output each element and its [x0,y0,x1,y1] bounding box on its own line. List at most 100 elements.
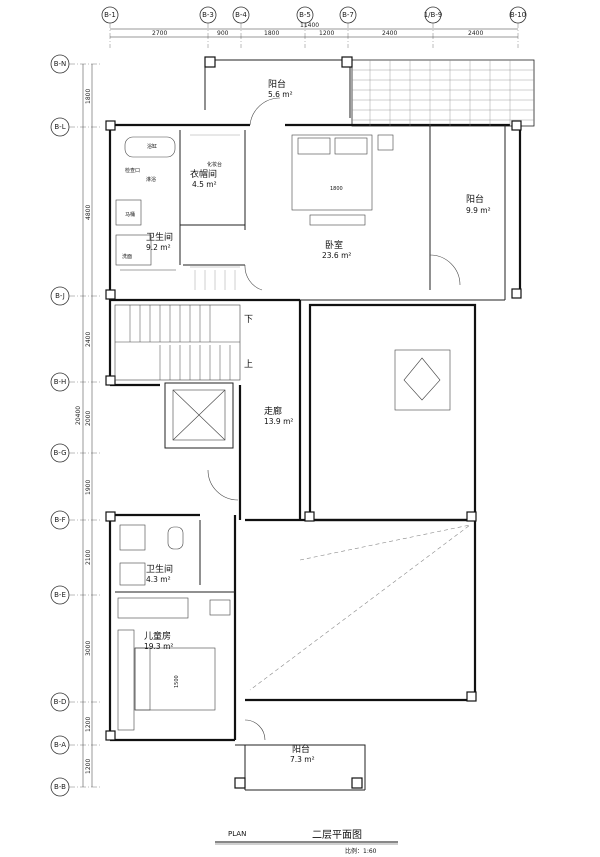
svg-text:B-H: B-H [54,378,67,386]
svg-text:2000: 2000 [85,411,92,426]
shower-icon [119,524,146,551]
svg-text:2400: 2400 [382,30,397,37]
dim-total-width: 11400 [300,22,319,29]
master-bed [291,134,394,226]
dims-top: 11400 2700 900 1800 1200 2400 2400 [110,22,518,38]
svg-text:1800: 1800 [264,30,279,37]
svg-text:B-N: B-N [54,60,67,68]
room-master-bath-name: 卫生间 [146,231,173,243]
kids-bed-width-dim: 1500 [174,675,180,688]
master-bath-fixtures [115,136,176,271]
toilet-icon [115,199,142,226]
room-wardrobe-area: 4.5 m² [192,180,217,189]
svg-text:化妆台: 化妆台 [207,161,222,168]
kids-toilet-icon [167,526,184,550]
kids-basin-icon [119,562,146,586]
room-kids-room-area: 19.3 m² [144,642,173,651]
columns [105,56,522,789]
svg-text:B-L: B-L [54,123,65,131]
roof-tiles [352,60,534,126]
room-corridor-name: 走廊 [264,405,282,417]
svg-text:B-5: B-5 [299,11,311,19]
grid-bubble-bg: B-G [50,443,70,463]
room-balcony-top-area: 5.6 m² [268,90,293,99]
svg-text:浴缸: 浴缸 [147,143,157,150]
svg-text:1200: 1200 [319,30,334,37]
room-balcony-right-area: 9.9 m² [466,206,491,215]
room-kids-bath-name: 卫生间 [146,563,173,575]
svg-text:B-F: B-F [54,516,65,524]
svg-text:B-3: B-3 [202,11,214,19]
bathtub-icon [124,136,176,158]
svg-text:淋浴: 淋浴 [146,176,156,183]
svg-text:B-1: B-1 [104,11,116,19]
staircase [114,304,241,381]
svg-text:2400: 2400 [468,30,483,37]
svg-text:B-4: B-4 [235,11,247,19]
svg-text:900: 900 [217,30,229,37]
svg-text:1200: 1200 [85,717,92,732]
svg-text:1900: 1900 [85,480,92,495]
void-symbol [394,349,451,411]
room-balcony-bottom-area: 7.3 m² [290,755,315,764]
grid-bubble-b4: B-4 [232,6,250,24]
title-block: PLAN 二层平面图 比例：1:60 [215,829,398,855]
basin-icon [115,234,152,266]
grid-bubble-bd: B-D [50,692,70,712]
plan-label: PLAN [228,830,246,838]
grid-bubble-b5: B-5 [296,6,314,24]
grid-left: B-N B-L B-J B-H B-G B-F B-E B-D B-A B-B [50,54,100,797]
grid-bubble-ba: B-A [50,735,70,755]
stair-up-label: 上 [244,359,253,370]
room-kids-bath-area: 4.3 m² [146,575,171,584]
svg-text:1/B-9: 1/B-9 [424,11,443,19]
grid-bubble-bj: B-J [50,286,70,306]
svg-text:B-10: B-10 [510,11,526,19]
room-bedroom-name: 卧室 [325,239,343,251]
svg-text:2700: 2700 [152,30,167,37]
grid-bubble-bh: B-H [50,372,70,392]
room-balcony-right-name: 阳台 [466,193,484,205]
svg-text:检查口: 检查口 [125,167,140,174]
room-master-bath-area: 9.2 m² [146,243,171,252]
grid-bubble-b10: B-10 [509,6,527,24]
svg-text:B-B: B-B [54,783,66,791]
room-bedroom-area: 23.6 m² [322,251,351,260]
grid-bubble-bf: B-F [50,510,70,530]
svg-text:2100: 2100 [85,550,92,565]
svg-text:B-D: B-D [54,698,67,706]
grid-bubble-bl: B-L [50,117,70,137]
grid-bubble-bn: B-N [50,54,70,74]
dim-total-height: 20400 [75,406,82,425]
room-corridor-area: 13.9 m² [264,417,293,426]
grid-bubble-be: B-E [50,585,70,605]
lower-void-dashes [249,524,471,691]
room-balcony-bottom-name: 阳台 [292,743,310,755]
svg-text:B-G: B-G [53,449,66,457]
room-kids-room-name: 儿童房 [144,630,171,642]
grid-bubble-bb: B-B [50,777,70,797]
grid-bubble-b9: 1/B-9 [424,6,443,24]
svg-text:B-E: B-E [54,591,66,599]
grid-bubble-b1: B-1 [101,6,119,24]
grid-top: B-1 B-3 B-4 B-5 B-7 1/B-9 B-10 [101,6,527,48]
stair-down-label: 下 [244,315,253,325]
svg-text:4800: 4800 [85,205,92,220]
svg-text:1200: 1200 [85,759,92,774]
svg-text:洗面: 洗面 [122,253,132,260]
kids-wardrobe [117,597,189,619]
room-wardrobe-name: 衣帽间 [190,168,217,180]
dims-left: 20400 1800 4800 2400 2000 1900 2100 3000… [75,64,93,787]
drawing-title: 二层平面图 [312,829,362,841]
room-labels: 阳台 5.6 m² 衣帽间 4.5 m² 卫生间 9.2 m² 卧室 23.6 … [122,78,491,764]
wardrobe-shelves [190,134,240,290]
svg-text:马桶: 马桶 [125,211,135,218]
svg-text:1800: 1800 [85,89,92,104]
svg-text:2400: 2400 [85,332,92,347]
svg-text:B-J: B-J [55,292,65,300]
svg-text:B-A: B-A [54,741,66,749]
grid-bubble-b7: B-7 [339,6,357,24]
grid-bubble-b3: B-3 [199,6,217,24]
doors [207,97,461,741]
